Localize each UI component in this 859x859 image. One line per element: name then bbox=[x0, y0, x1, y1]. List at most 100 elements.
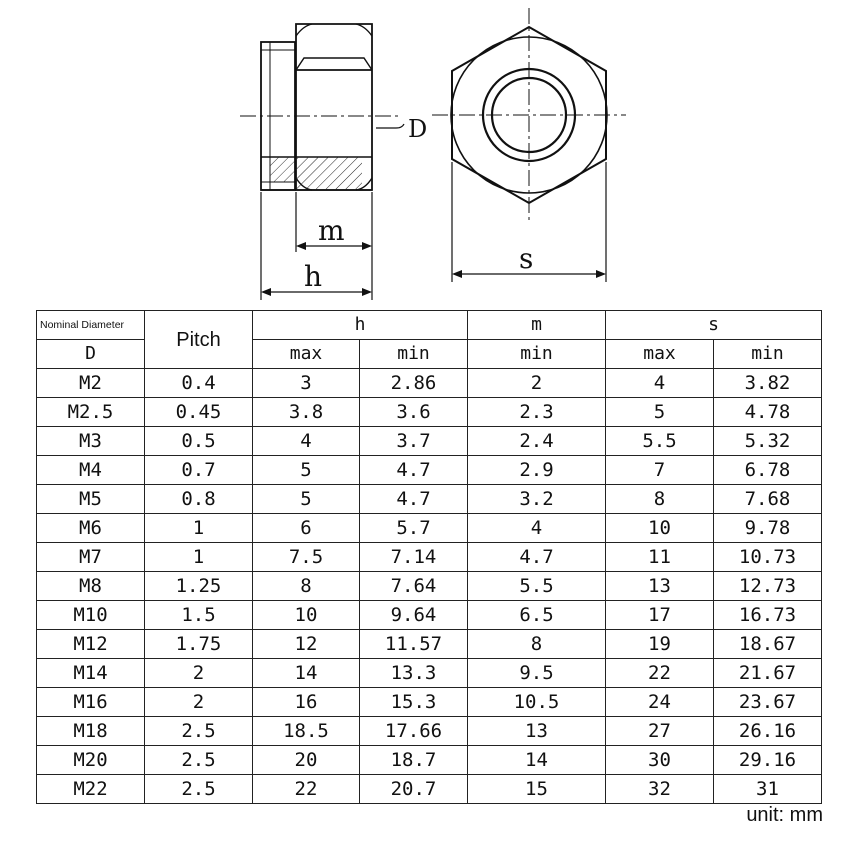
cell-s-max: 24 bbox=[605, 687, 714, 717]
cell-h-max: 18.5 bbox=[252, 716, 360, 746]
cell-s-max: 32 bbox=[605, 774, 714, 804]
cell-h-min: 17.66 bbox=[359, 716, 468, 746]
cell-s-max: 27 bbox=[605, 716, 714, 746]
cell-s-max: 5.5 bbox=[605, 426, 714, 456]
cell-s-max: 8 bbox=[605, 484, 714, 514]
cell-pitch: 2 bbox=[144, 658, 253, 688]
cell-nominal-diameter: M2 bbox=[36, 368, 145, 398]
unit-label: unit: mm bbox=[746, 804, 823, 826]
cell-h-min: 5.7 bbox=[359, 513, 468, 543]
cell-pitch: 1.25 bbox=[144, 571, 253, 601]
cell-m-min: 2.4 bbox=[467, 426, 606, 456]
cell-m-min: 3.2 bbox=[467, 484, 606, 514]
cell-s-max: 11 bbox=[605, 542, 714, 572]
cell-h-max: 5 bbox=[252, 484, 360, 514]
cell-nominal-diameter: M14 bbox=[36, 658, 145, 688]
cell-s-min: 21.67 bbox=[713, 658, 822, 688]
cell-pitch: 2.5 bbox=[144, 716, 253, 746]
cell-nominal-diameter: M16 bbox=[36, 687, 145, 717]
cell-s-max: 10 bbox=[605, 513, 714, 543]
cell-h-max: 14 bbox=[252, 658, 360, 688]
cell-h-min: 7.14 bbox=[359, 542, 468, 572]
top-centerlines bbox=[432, 8, 626, 222]
cell-h-min: 11.57 bbox=[359, 629, 468, 659]
header-row-1: Nominal Diameter Pitch h m s bbox=[36, 310, 822, 369]
cell-nominal-diameter: M8 bbox=[36, 571, 145, 601]
cell-s-min: 26.16 bbox=[713, 716, 822, 746]
header-s-max: max bbox=[605, 339, 714, 369]
cell-s-max: 19 bbox=[605, 629, 714, 659]
cell-s-max: 4 bbox=[605, 368, 714, 398]
cell-h-max: 16 bbox=[252, 687, 360, 717]
cell-s-max: 22 bbox=[605, 658, 714, 688]
insert-hatch bbox=[270, 157, 295, 182]
cell-h-min: 3.6 bbox=[359, 397, 468, 427]
cell-nominal-diameter: M3 bbox=[36, 426, 145, 456]
cell-s-min: 31 bbox=[713, 774, 822, 804]
cell-s-min: 16.73 bbox=[713, 600, 822, 630]
label-s: s bbox=[519, 242, 533, 275]
cell-pitch: 0.7 bbox=[144, 455, 253, 485]
cell-h-min: 4.7 bbox=[359, 484, 468, 514]
cell-m-min: 10.5 bbox=[467, 687, 606, 717]
cell-h-min: 13.3 bbox=[359, 658, 468, 688]
cell-h-max: 5 bbox=[252, 455, 360, 485]
cell-h-max: 22 bbox=[252, 774, 360, 804]
cell-h-min: 4.7 bbox=[359, 455, 468, 485]
header-D: D bbox=[36, 339, 145, 369]
cell-pitch: 0.8 bbox=[144, 484, 253, 514]
label-D: D bbox=[408, 115, 427, 143]
header-s: s bbox=[605, 310, 822, 340]
cell-s-min: 18.67 bbox=[713, 629, 822, 659]
cell-h-max: 7.5 bbox=[252, 542, 360, 572]
cell-nominal-diameter: M20 bbox=[36, 745, 145, 775]
cell-pitch: 2.5 bbox=[144, 745, 253, 775]
label-m: m bbox=[318, 214, 345, 247]
header-h-min: min bbox=[359, 339, 468, 369]
cell-h-max: 20 bbox=[252, 745, 360, 775]
nut-technical-drawing: D m h s bbox=[240, 8, 626, 300]
cell-nominal-diameter: M4 bbox=[36, 455, 145, 485]
section-hatch bbox=[296, 157, 362, 190]
header-m-min: min bbox=[467, 339, 606, 369]
cell-h-max: 8 bbox=[252, 571, 360, 601]
cell-h-min: 3.7 bbox=[359, 426, 468, 456]
cell-nominal-diameter: M6 bbox=[36, 513, 145, 543]
cell-m-min: 2.9 bbox=[467, 455, 606, 485]
cell-nominal-diameter: M22 bbox=[36, 774, 145, 804]
cell-s-max: 7 bbox=[605, 455, 714, 485]
cell-m-min: 5.5 bbox=[467, 571, 606, 601]
cell-nominal-diameter: M12 bbox=[36, 629, 145, 659]
cell-pitch: 1.5 bbox=[144, 600, 253, 630]
cell-h-min: 7.64 bbox=[359, 571, 468, 601]
cell-s-min: 12.73 bbox=[713, 571, 822, 601]
cell-m-min: 14 bbox=[467, 745, 606, 775]
cell-s-max: 30 bbox=[605, 745, 714, 775]
cell-s-min: 5.32 bbox=[713, 426, 822, 456]
cell-nominal-diameter: M10 bbox=[36, 600, 145, 630]
cell-s-min: 7.68 bbox=[713, 484, 822, 514]
cell-h-min: 9.64 bbox=[359, 600, 468, 630]
cell-s-min: 29.16 bbox=[713, 745, 822, 775]
header-nominal-diameter: Nominal Diameter bbox=[36, 310, 145, 340]
cell-s-max: 17 bbox=[605, 600, 714, 630]
cell-m-min: 2.3 bbox=[467, 397, 606, 427]
cell-h-max: 3 bbox=[252, 368, 360, 398]
cell-nominal-diameter: M7 bbox=[36, 542, 145, 572]
cell-pitch: 2.5 bbox=[144, 774, 253, 804]
cell-nominal-diameter: M2.5 bbox=[36, 397, 145, 427]
d-leader bbox=[376, 123, 405, 129]
cell-s-min: 4.78 bbox=[713, 397, 822, 427]
label-h: h bbox=[304, 260, 322, 293]
